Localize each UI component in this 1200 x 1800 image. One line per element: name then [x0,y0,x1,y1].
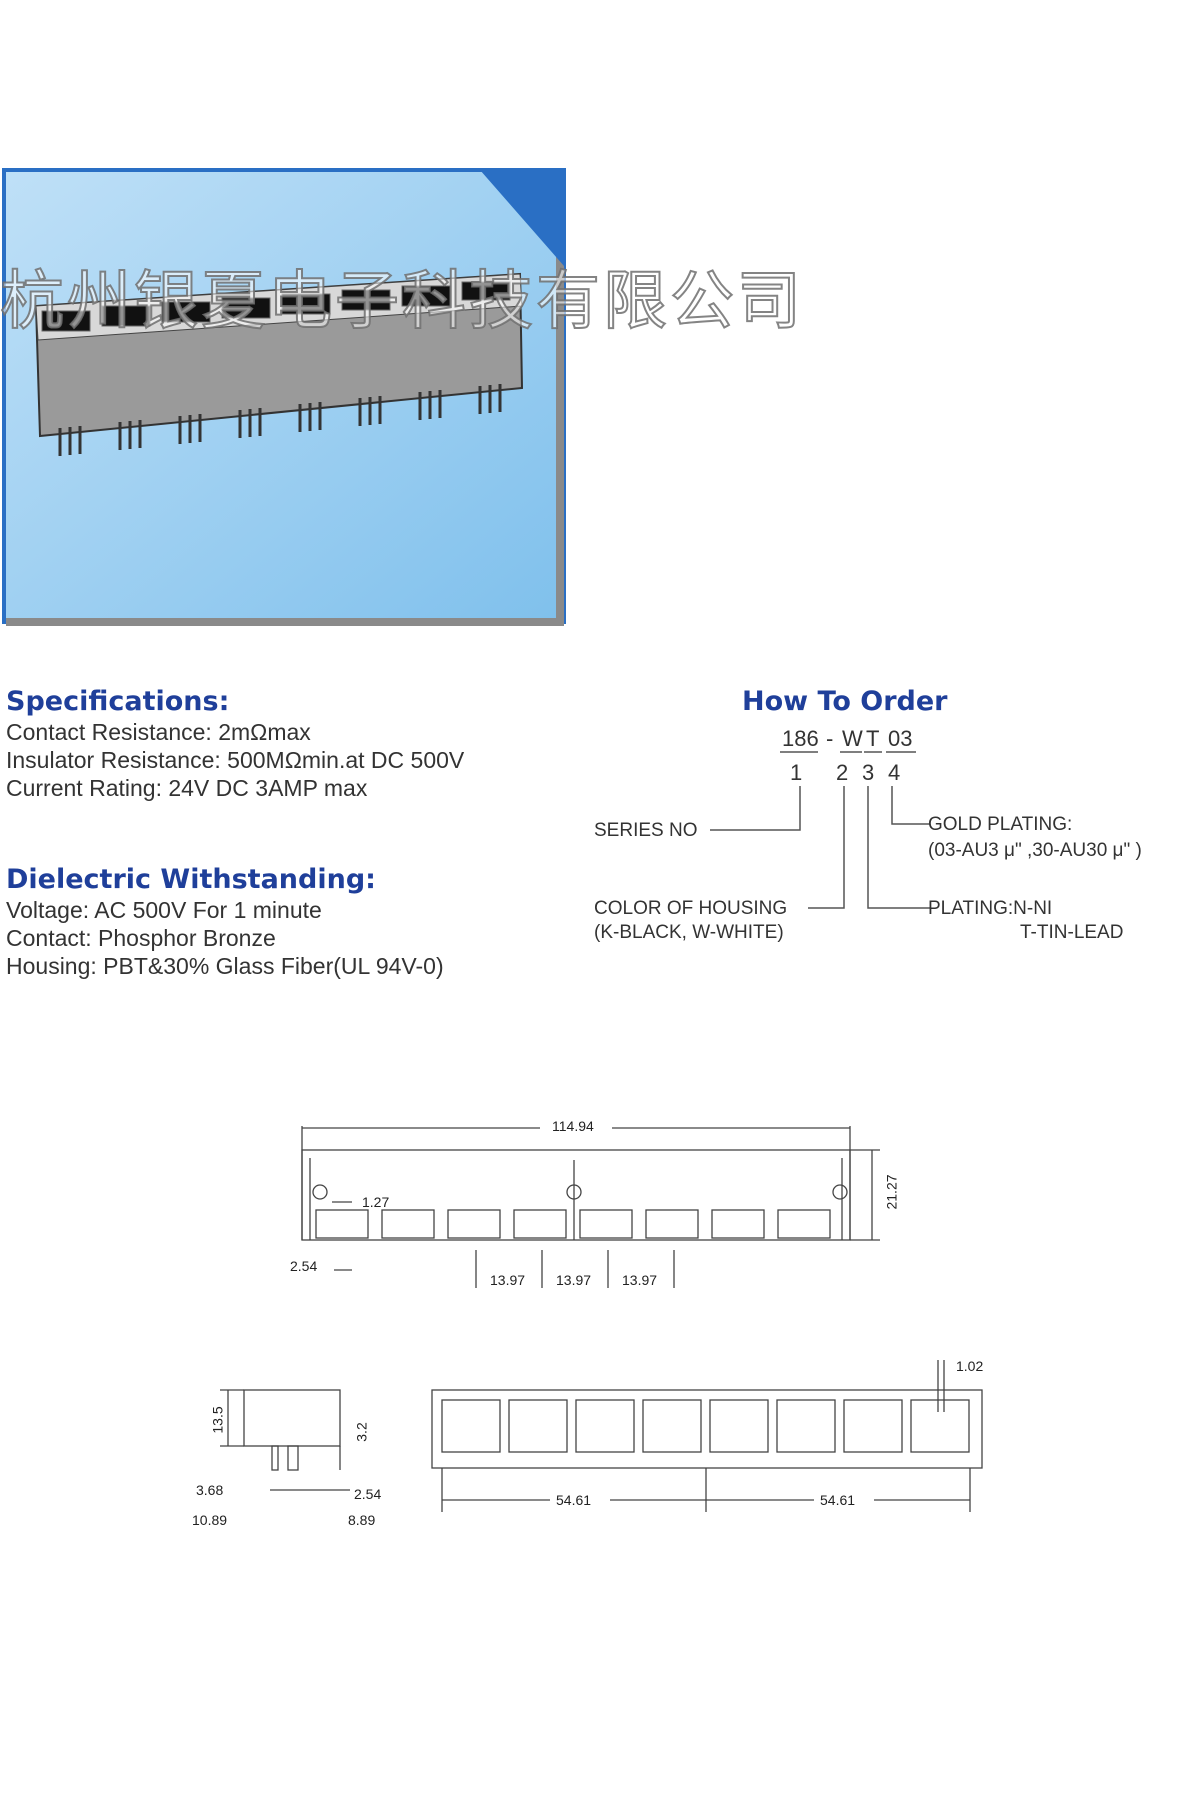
dim-side-height: 13.5 [209,1406,226,1434]
dim-side-offset: 3.2 [353,1422,370,1442]
order-index-4: 4 [888,760,901,785]
dielectric-housing: Housing: PBT&30% Glass Fiber(UL 94V-0) [6,953,444,979]
dim-port-pitch-2: 13.97 [556,1272,592,1288]
dim-pin-pitch: 1.27 [362,1194,390,1210]
label-series-no: SERIES NO [594,820,698,841]
order-index-1: 1 [790,760,803,785]
dim-overall-width: 114.94 [552,1118,594,1134]
order-code-dash: - [826,726,834,751]
order-index-3: 3 [862,760,875,785]
dielectric-title: Dielectric Withstanding: [6,864,376,895]
label-gold-plating: GOLD PLATING: [928,814,1073,835]
company-watermark: 杭州银夏电子科技有限公司 [0,264,804,340]
order-code-plating: T [866,726,880,751]
product-photo [2,168,566,626]
dielectric-voltage: Voltage: AC 500V For 1 minute [6,897,322,923]
how-to-order-title: How To Order [742,686,948,717]
order-code-gold: 03 [888,726,913,751]
spec-insulator-resistance: Insulator Resistance: 500MΩmin.at DC 500… [6,747,465,773]
dim-side-d3: 10.89 [192,1512,228,1528]
order-index-2: 2 [836,760,849,785]
label-color-options: (K-BLACK, W-WHITE) [594,922,784,943]
spec-contact-resistance: Contact Resistance: 2mΩmax [6,719,311,745]
front-view-drawing [431,1360,983,1512]
dim-front-pin: 1.02 [956,1358,984,1374]
product-photo-frame [0,166,572,628]
specifications-list: Contact Resistance: 2mΩmax Insulator Res… [6,718,464,802]
order-code-series: 186 [782,726,819,751]
side-view-drawing [220,1389,350,1491]
dim-pin-spacing: 2.54 [290,1258,318,1274]
dielectric-contact: Contact: Phosphor Bronze [6,925,276,951]
specifications-title: Specifications: [6,686,230,717]
dim-port-pitch-3: 13.97 [622,1272,658,1288]
label-gold-options: (03-AU3 μ" ,30-AU30 μ" ) [928,840,1142,861]
top-view-drawing [301,1126,880,1288]
label-plating-tin: T-TIN-LEAD [1020,922,1124,943]
label-color-housing: COLOR OF HOUSING [594,898,788,919]
label-plating: PLATING:N-NI [928,898,1053,919]
dim-side-d1: 3.68 [196,1482,224,1498]
dim-front-half-2: 54.61 [820,1492,856,1508]
dim-side-d2: 2.54 [354,1486,382,1502]
dielectric-list: Voltage: AC 500V For 1 minute Contact: P… [6,896,444,980]
dim-port-pitch-1: 13.97 [490,1272,526,1288]
dim-top-height: 21.27 [883,1174,900,1210]
order-code-color: W [842,726,863,751]
dim-side-d4: 8.89 [348,1512,376,1528]
dim-front-half-1: 54.61 [556,1492,592,1508]
spec-current-rating: Current Rating: 24V DC 3AMP max [6,775,368,801]
